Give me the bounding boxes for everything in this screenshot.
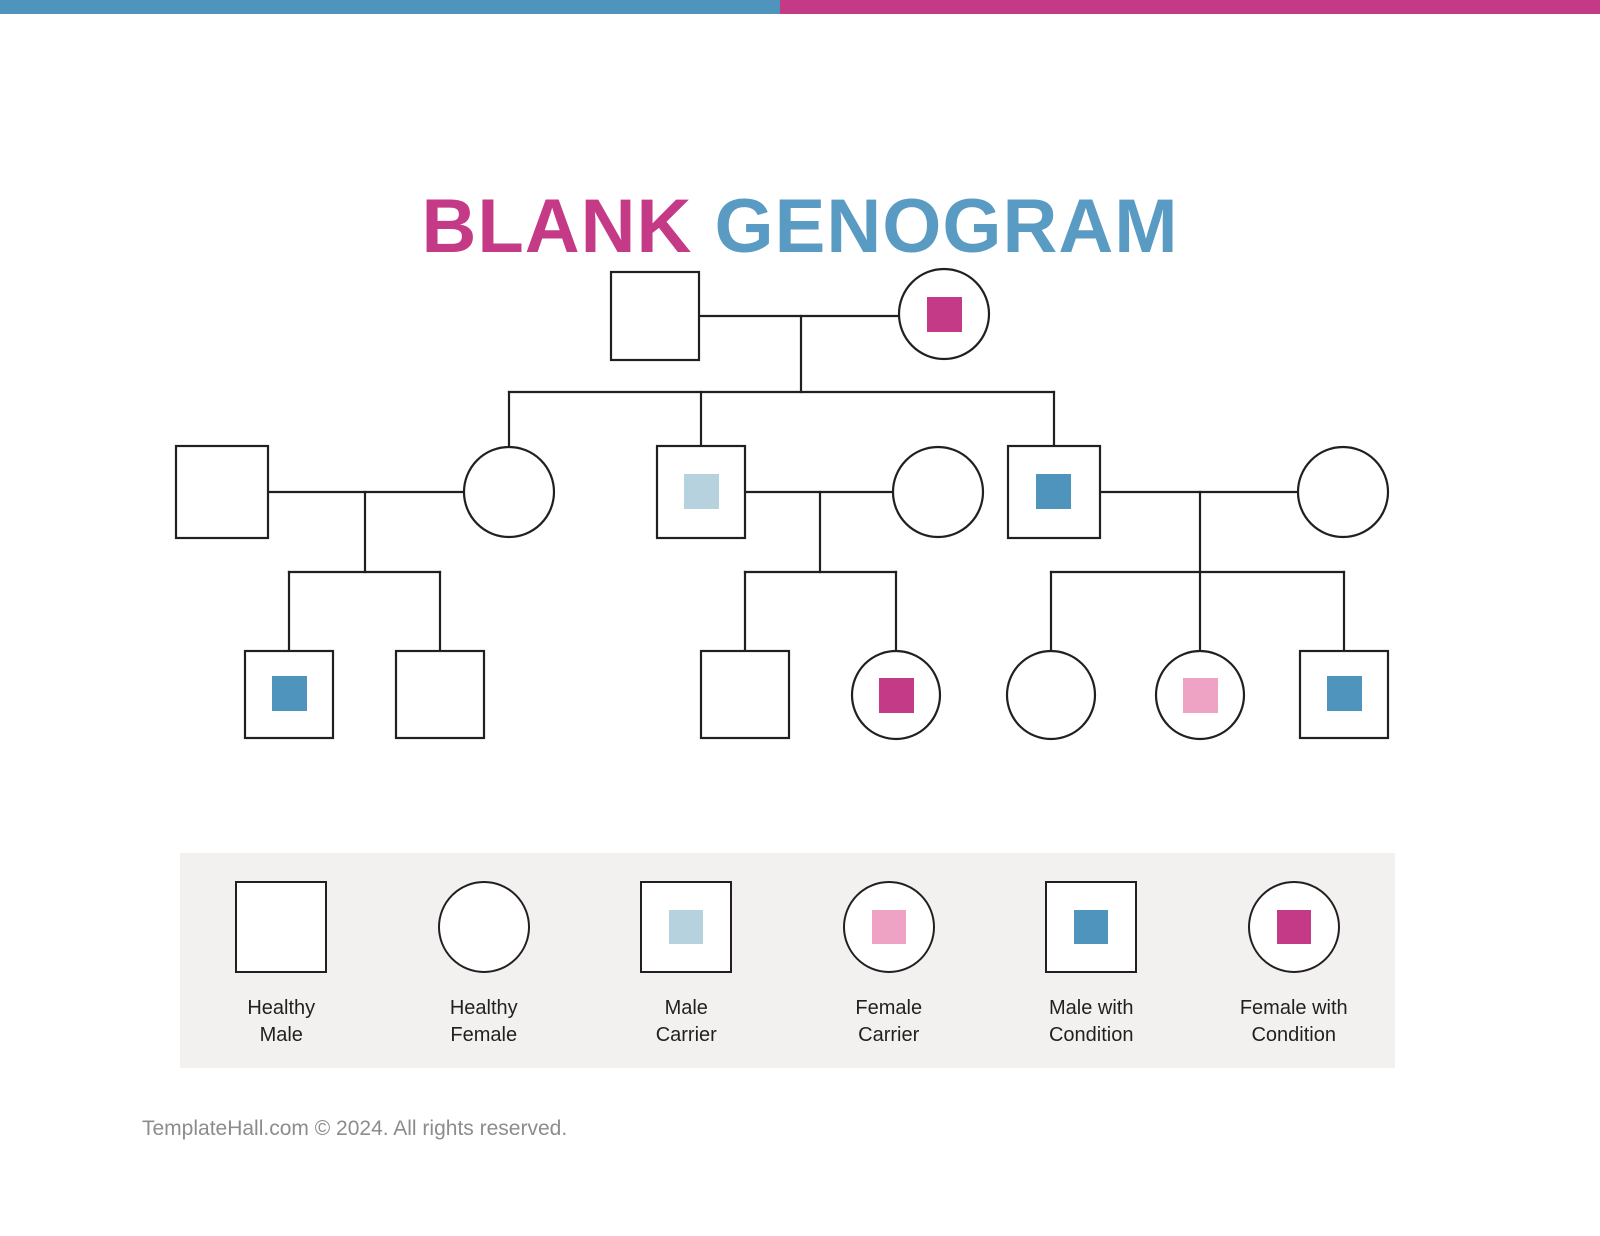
top-accent-bar-left [0, 0, 780, 14]
mark-condition-female-g1-mother [927, 297, 962, 332]
node-g3-b2-female-with-condition[interactable] [850, 649, 942, 741]
legend-label-healthy-female: Healthy Female [449, 997, 518, 1046]
mark-condition-female-g3-b2 [879, 678, 914, 713]
top-accent-bar-right [780, 0, 1600, 14]
legend-item-female-carrier: Female Carrier [788, 881, 991, 1049]
legend-panel: Healthy Male Healthy Female Male Carrier… [180, 853, 1395, 1068]
node-g2-spouse-left-healthy-male[interactable] [174, 444, 270, 540]
page-title: BLANK GENOGRAM [0, 189, 1600, 265]
node-g3-c1-healthy-female[interactable] [1005, 649, 1097, 741]
legend-item-healthy-female: Healthy Female [383, 881, 586, 1049]
legend-item-male-with-condition: Male with Condition [990, 881, 1193, 1049]
node-g3-c3-male-with-condition[interactable] [1298, 649, 1390, 740]
node-g3-c2-female-carrier[interactable] [1154, 649, 1246, 741]
mark-carrier-male-g2-son [684, 474, 719, 509]
legend-label-male-carrier: Male Carrier [655, 997, 717, 1046]
mark-condition-male-g3-a1 [272, 676, 307, 711]
top-accent-bar [0, 0, 1600, 14]
legend-shape-circle-healthy-female [437, 881, 530, 973]
node-g2-son-carrier-male-carrier[interactable] [655, 444, 747, 540]
legend-label-healthy-male: Healthy Male [247, 997, 316, 1046]
legend-item-female-with-condition: Female with Condition [1193, 881, 1396, 1049]
node-g3-b1-healthy-male[interactable] [699, 649, 791, 740]
node-g1-mother-female-with-condition[interactable] [897, 267, 991, 361]
mark-condition-male-g3-c3 [1327, 676, 1362, 711]
page-title-word-blank: BLANK [421, 184, 693, 269]
footer-copyright: TemplateHall.com © 2024. All rights rese… [142, 1117, 568, 1140]
legend-shape-circle-female-condition [1247, 881, 1340, 973]
legend-shape-circle-female-carrier [842, 881, 935, 973]
node-g1-father-healthy-male[interactable] [609, 270, 701, 362]
mark-condition-male-g2-son [1036, 474, 1071, 509]
legend-item-healthy-male: Healthy Male [180, 881, 383, 1049]
node-g3-a2-healthy-male[interactable] [394, 649, 486, 740]
node-g2-daughter-healthy-female[interactable] [462, 445, 556, 539]
legend-shape-square-healthy-male [235, 881, 328, 973]
legend-label-female-carrier: Female Carrier [855, 997, 923, 1046]
mark-carrier-female-g3-c2 [1183, 678, 1218, 713]
genogram-generation-3 [243, 649, 1390, 741]
genogram-connector-lines [266, 314, 1346, 653]
legend-shape-square-male-condition [1045, 881, 1138, 973]
legend-label-female-with-condition: Female with Condition [1239, 997, 1348, 1046]
legend-mark-carrier-male [669, 910, 704, 944]
genogram-generation-2 [174, 444, 1390, 540]
legend-row: Healthy Male Healthy Female Male Carrier… [180, 853, 1395, 1068]
node-g2-spouse-mid-healthy-female[interactable] [891, 445, 985, 539]
genogram-generation-1 [609, 267, 991, 362]
node-g3-a1-male-with-condition[interactable] [243, 649, 335, 740]
legend-label-male-with-condition: Male with Condition [1048, 997, 1134, 1046]
legend-mark-carrier-female [871, 910, 906, 944]
legend-mark-condition-female [1276, 910, 1311, 944]
node-g2-spouse-right-healthy-female[interactable] [1296, 445, 1390, 539]
legend-mark-condition-male [1074, 910, 1109, 944]
legend-shape-square-male-carrier [640, 881, 733, 973]
page-title-word-genogram: GENOGRAM [714, 184, 1179, 269]
legend-item-male-carrier: Male Carrier [585, 881, 788, 1049]
node-g2-son-affected-male-with-condition[interactable] [1006, 444, 1102, 540]
